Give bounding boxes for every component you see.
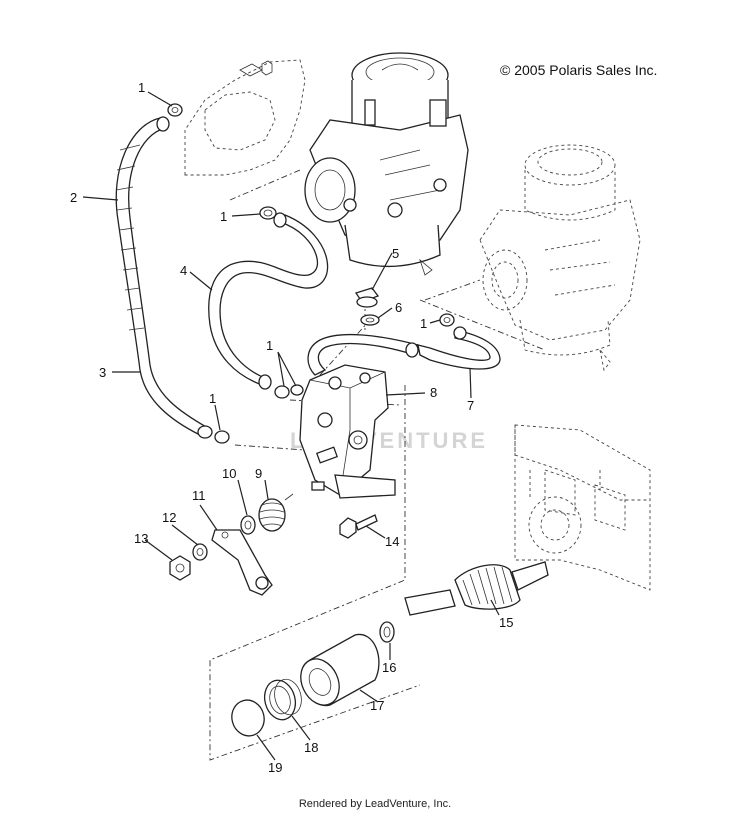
o-ring-19: [231, 699, 265, 737]
callout-2: 2: [70, 190, 77, 205]
callout-9: 9: [255, 466, 262, 481]
hose-right: [307, 326, 501, 376]
hose-clamp-1b: [259, 206, 277, 220]
carburetor-right: [479, 144, 641, 372]
callout-3: 3: [99, 365, 106, 380]
hose-clamps-pump: [214, 384, 304, 444]
callout-4: 4: [180, 263, 187, 278]
washer-10: [240, 515, 256, 535]
callout-5: 5: [392, 246, 399, 261]
washer-16: [379, 621, 395, 643]
callout-8: 8: [430, 385, 437, 400]
callout-10: 10: [222, 466, 236, 481]
callout-1-pump: 1: [266, 338, 273, 353]
hose-clamp-1c: [439, 313, 455, 327]
hose-clamp-1a: [167, 103, 183, 117]
callout-18: 18: [304, 740, 318, 755]
leader-lines: [82, 91, 500, 761]
fitting-5: [354, 287, 380, 308]
callout-12: 12: [162, 510, 176, 525]
callout-14: 14: [385, 534, 399, 549]
callout-16: 16: [382, 660, 396, 675]
callout-11: 11: [192, 488, 206, 503]
sleeve-17: [300, 633, 380, 707]
hose-left-long: [115, 116, 213, 439]
nut-13: [169, 555, 191, 581]
spring-9: [258, 493, 294, 532]
engine-housing-top-left: [184, 59, 306, 176]
engine-block-lower-right: [514, 424, 651, 591]
hose-middle-loop: [208, 212, 329, 390]
seal-18: [263, 678, 302, 721]
carburetor-upper: [304, 52, 469, 276]
callout-7: 7: [467, 398, 474, 413]
lever-arm-11: [211, 529, 273, 596]
fuel-pump: [299, 364, 396, 499]
copyright-notice: © 2005 Polaris Sales Inc.: [500, 62, 658, 78]
washer-6: [360, 314, 380, 326]
callout-1-right: 1: [420, 316, 427, 331]
callout-1-top: 1: [138, 80, 145, 95]
callout-13: 13: [134, 531, 148, 546]
callout-6: 6: [395, 300, 402, 315]
callout-15: 15: [499, 615, 513, 630]
callout-19: 19: [268, 760, 282, 775]
footer-credit: Rendered by LeadVenture, Inc.: [298, 798, 452, 810]
bolt-14: [339, 514, 378, 539]
callout-17: 17: [370, 698, 384, 713]
washer-12: [192, 543, 208, 561]
shaft-15: [404, 561, 549, 616]
callout-1-carb: 1: [220, 209, 227, 224]
callout-labels: 1 2 3 4 1 5 6 1 1 1 8 7 10 9 11 12 13 14…: [70, 80, 513, 775]
callout-1-lower: 1: [209, 391, 216, 406]
